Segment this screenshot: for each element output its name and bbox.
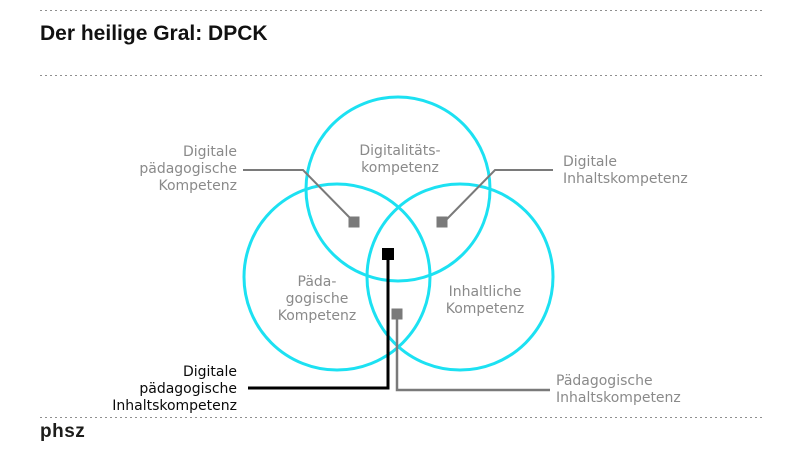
connector-dpik-line bbox=[248, 254, 390, 390]
footer-logo: phsz bbox=[40, 421, 86, 442]
circle-digitalitaetskompetenz bbox=[304, 95, 492, 283]
connector-pik-line bbox=[395, 316, 550, 392]
connector-dpk-line bbox=[243, 169, 353, 221]
circle-label-paedagogische-kompetenz: Päda- gogische Kompetenz bbox=[277, 274, 357, 324]
circle-inhaltliche-kompetenz bbox=[365, 182, 555, 372]
marker-dpik bbox=[382, 248, 394, 260]
divider-header bbox=[40, 75, 763, 77]
callout-label-dik: Digitale Inhaltskompetenz bbox=[563, 154, 688, 187]
circle-label-digitalitaetskompetenz: Digitalitäts- kompetenz bbox=[359, 143, 441, 176]
circle-paedagogische-kompetenz bbox=[242, 182, 432, 372]
marker-dik bbox=[436, 216, 448, 228]
callout-label-dpik: Digitale pädagogische Inhaltskompetenz bbox=[112, 364, 237, 414]
circle-label-inhaltliche-kompetenz: Inhaltliche Kompetenz bbox=[445, 284, 525, 317]
marker-pik bbox=[391, 308, 403, 320]
callout-label-pik: Pädagogische Inhaltskompetenz bbox=[556, 373, 681, 406]
divider-top bbox=[40, 10, 763, 12]
marker-dpk bbox=[348, 216, 360, 228]
slide-title: Der heilige Gral: DPCK bbox=[40, 22, 268, 45]
callout-label-dpk: Digitale pädagogische Kompetenz bbox=[139, 144, 237, 194]
connector-dik-line bbox=[445, 169, 553, 221]
divider-footer bbox=[40, 417, 763, 419]
